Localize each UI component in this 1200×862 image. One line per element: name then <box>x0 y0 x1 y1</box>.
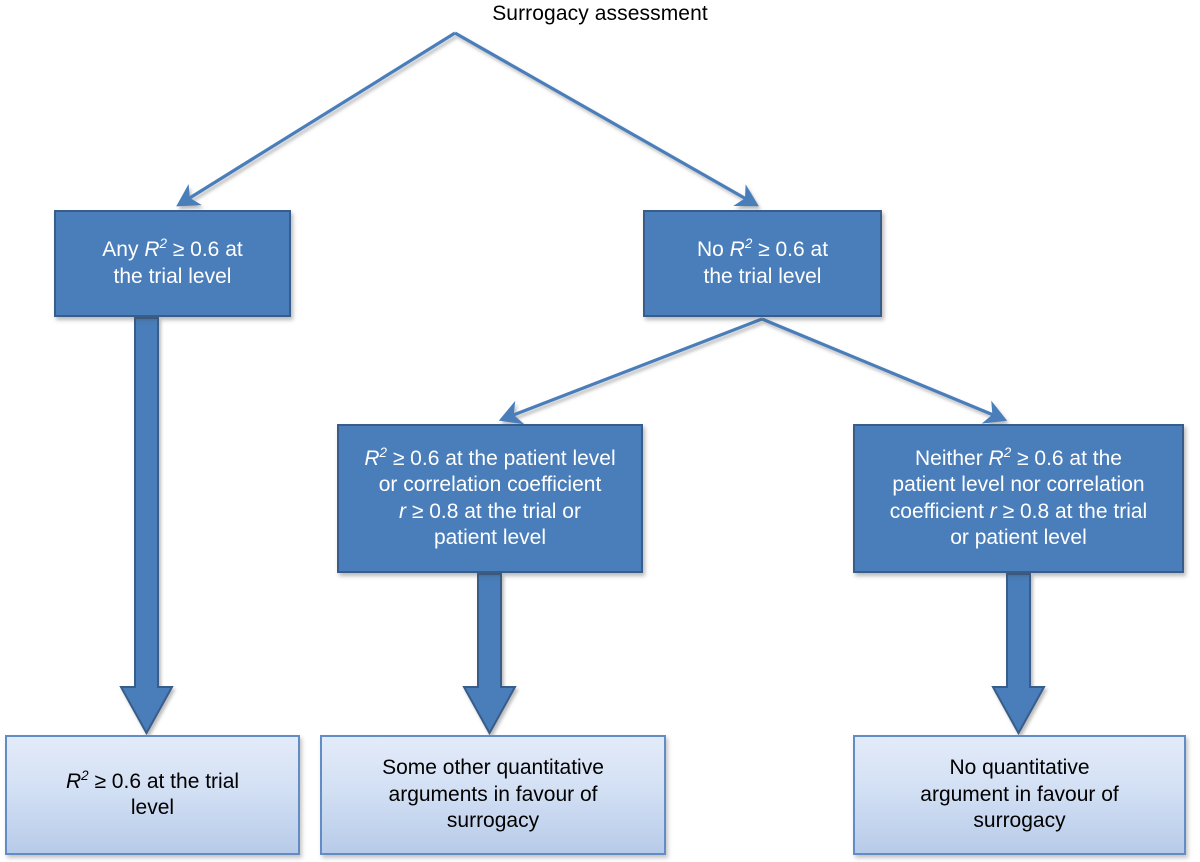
page-title: Surrogacy assessment <box>492 2 708 25</box>
txt-e-var1: R <box>65 769 82 793</box>
txt-e-sup1: 2 <box>81 767 89 783</box>
txt-g-line1: No quantitative <box>949 756 1090 780</box>
node-any-r2-trial-level-text: Any R2 ≥ 0.6 at the trial level <box>94 237 250 290</box>
node-neither-r2-nor-correlation-text: Neither R2 ≥ 0.6 at the patient level no… <box>882 444 1155 552</box>
txt-d-var3: r <box>989 499 997 523</box>
txt-no-var: R <box>729 238 745 262</box>
txt-d-line2: patient level nor correlation <box>892 473 1145 497</box>
txt-no-pre: No <box>696 238 730 262</box>
node-outcome-r2-trial-level-text: R2 ≥ 0.6 at the trial level <box>58 767 247 822</box>
txt-any-pre: Any <box>102 238 145 262</box>
txt-no-line2: the trial level <box>703 264 822 288</box>
edge-no-r2-to-neither <box>761 317 1008 424</box>
node-outcome-some-other-arguments-text: Some other quantitative arguments in fav… <box>374 755 612 834</box>
txt-c-line2: or correlation coefficient <box>378 473 602 497</box>
txt-c-sup1: 2 <box>379 444 387 460</box>
block-arrow-neither-to-outcome-none <box>991 573 1046 736</box>
txt-any-sup: 2 <box>159 236 167 252</box>
txt-d-pre3: coefficient <box>889 499 990 523</box>
txt-d-sup1: 2 <box>1003 444 1012 460</box>
txt-c-post3: ≥ 0.8 at the trial or <box>406 499 581 523</box>
txt-any-post: ≥ 0.6 at <box>166 238 243 262</box>
node-any-r2-trial-level[interactable]: Any R2 ≥ 0.6 at the trial level <box>54 210 291 317</box>
edge-no-r2-to-r2-patient <box>498 317 763 425</box>
txt-d-post1: ≥ 0.6 at the <box>1011 446 1122 470</box>
edge-root-to-any-r2 <box>176 31 456 207</box>
txt-f-line3: surrogacy <box>446 809 540 833</box>
txt-c-post1: ≥ 0.6 at the patient level <box>386 446 616 470</box>
node-neither-r2-nor-correlation[interactable]: Neither R2 ≥ 0.6 at the patient level no… <box>853 424 1184 573</box>
node-no-r2-trial-level[interactable]: No R2 ≥ 0.6 at the trial level <box>643 210 882 317</box>
node-outcome-r2-trial-level[interactable]: R2 ≥ 0.6 at the trial level <box>5 735 300 855</box>
txt-no-post: ≥ 0.6 at <box>752 238 829 262</box>
txt-f-line1: Some other quantitative <box>382 756 604 780</box>
txt-any-line2: the trial level <box>113 264 232 288</box>
txt-c-var3: r <box>399 499 407 523</box>
txt-no-sup: 2 <box>744 236 753 252</box>
txt-d-line4: or patient level <box>950 525 1087 549</box>
block-arrow-any-r2-to-outcome-trial <box>119 317 174 736</box>
txt-g-line3: surrogacy <box>973 809 1066 833</box>
txt-c-line4: patient level <box>433 525 547 549</box>
txt-any-var: R <box>144 238 160 262</box>
node-no-r2-trial-level-text: No R2 ≥ 0.6 at the trial level <box>689 237 836 290</box>
txt-d-var1: R <box>988 446 1004 470</box>
txt-f-line2: arguments in favour of <box>388 782 598 806</box>
txt-c-var1: R <box>364 446 380 470</box>
txt-e-line2: level <box>130 796 175 819</box>
edge-root-to-no-r2 <box>454 31 759 207</box>
txt-e-post1: ≥ 0.6 at the trial <box>88 769 240 793</box>
node-r2-patient-or-correlation[interactable]: R2 ≥ 0.6 at the patient level or correla… <box>337 424 643 573</box>
node-outcome-no-quantitative-argument-text: No quantitative argument in favour of su… <box>912 755 1126 834</box>
node-outcome-no-quantitative-argument[interactable]: No quantitative argument in favour of su… <box>853 735 1186 855</box>
node-outcome-some-other-arguments[interactable]: Some other quantitative arguments in fav… <box>320 735 666 855</box>
txt-d-pre1: Neither <box>915 446 989 470</box>
block-arrow-r2-patient-to-outcome-some-other <box>462 573 517 736</box>
node-r2-patient-or-correlation-text: R2 ≥ 0.6 at the patient level or correla… <box>356 444 623 552</box>
txt-d-post3: ≥ 0.8 at the trial <box>996 499 1148 523</box>
txt-g-line2: argument in favour of <box>920 782 1119 806</box>
